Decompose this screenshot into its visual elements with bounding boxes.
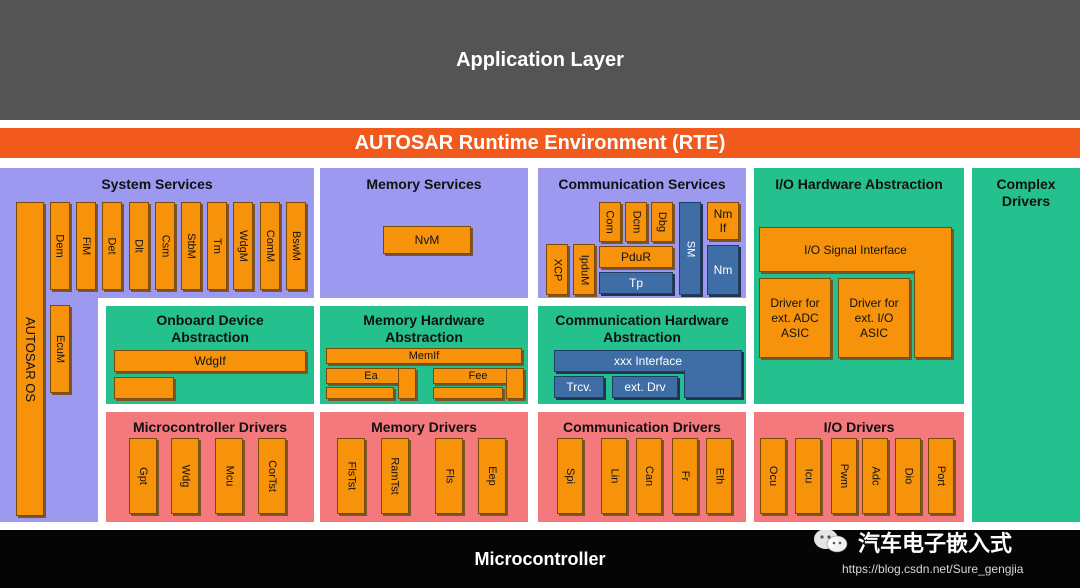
xxx-interface-side: [684, 370, 742, 398]
io-drivers-module: Pwm: [831, 438, 857, 514]
xxx-interface-module: xxx Interface: [554, 350, 742, 372]
memory-drivers-title: Memory Drivers: [371, 419, 477, 435]
dbg-module: Dbg: [651, 202, 673, 242]
communication-drivers-module: Spi: [557, 438, 583, 514]
communication-drivers-module: Can: [636, 438, 662, 514]
memory-hw-abstraction-title: Memory Hardware Abstraction: [363, 312, 485, 345]
ea-module-sub: [326, 387, 394, 399]
memory-drivers-module: Eep: [478, 438, 506, 514]
sm-module: SM: [679, 202, 701, 295]
io-drivers-module: Dio: [895, 438, 921, 514]
system-services-title: System Services: [101, 176, 213, 192]
nm-if-module: Nm If: [707, 202, 739, 240]
io-drivers-module: Port: [928, 438, 954, 514]
pdur-module: PduR: [599, 246, 673, 268]
memory-drivers-module: Fls: [435, 438, 463, 514]
system-service-module: FiM: [76, 202, 96, 290]
communication-drivers-title: Communication Drivers: [563, 419, 721, 435]
dcm-module: Dcm: [625, 202, 647, 242]
memory-drivers-module: RamTst: [381, 438, 409, 514]
xcp-module: XCP: [546, 244, 568, 295]
ipdum-module: IpduM: [573, 244, 595, 295]
application-layer: Application Layer: [0, 0, 1080, 120]
ext-drv-module: ext. Drv: [612, 376, 678, 398]
system-services-area-lower: [0, 298, 98, 522]
driver-ext-adc-asic: Driver for ext. ADC ASIC: [759, 278, 831, 358]
system-service-module: Csm: [155, 202, 175, 290]
microcontroller-layer: Microcontroller: [0, 530, 1080, 588]
microcontroller-drivers-module: Wdg: [171, 438, 199, 514]
io-hw-abstraction-title: I/O Hardware Abstraction: [775, 176, 943, 192]
trcv-module: Trcv.: [554, 376, 604, 398]
system-service-module: StbM: [181, 202, 201, 290]
tp-module: Tp: [599, 272, 673, 294]
nm-module: Nm: [707, 245, 739, 295]
nvm-module: NvM: [383, 226, 471, 254]
io-drivers-module: Ocu: [760, 438, 786, 514]
system-service-module: Dlt: [129, 202, 149, 290]
watermark-url: https://blog.csdn.net/Sure_gengjia: [842, 562, 1024, 576]
microcontroller-drivers-module: Mcu: [215, 438, 243, 514]
complex-drivers-area: Complex Drivers: [972, 168, 1080, 522]
complex-drivers-title: Complex Drivers: [996, 176, 1056, 209]
io-drivers-module: Icu: [795, 438, 821, 514]
fee-module-side: [506, 368, 524, 399]
system-service-module: Dem: [50, 202, 70, 290]
microcontroller-drivers-title: Microcontroller Drivers: [132, 419, 288, 435]
fee-module-sub: [433, 387, 503, 399]
communication-drivers-module: Eth: [706, 438, 732, 514]
communication-services-title: Communication Services: [558, 176, 726, 192]
wdgif-module: WdgIf: [114, 350, 306, 372]
microcontroller-drivers-module: Gpt: [129, 438, 157, 514]
microcontroller-layer-label: Microcontroller: [474, 548, 606, 569]
memory-services-title: Memory Services: [366, 176, 482, 192]
ecum-module: EcuM: [50, 305, 70, 393]
io-signal-interface-top: I/O Signal Interface: [759, 227, 952, 272]
communication-drivers-module: Lin: [601, 438, 627, 514]
memory-drivers-module: FlsTst: [337, 438, 365, 514]
system-service-module: ComM: [260, 202, 280, 290]
watermark-text: 汽车电子嵌入式: [858, 531, 1013, 556]
io-drivers-module: Adc: [862, 438, 888, 514]
autosar-os-module: AUTOSAR OS: [16, 202, 44, 516]
communication-drivers-module: Fr: [672, 438, 698, 514]
com-module: Com: [599, 202, 621, 242]
system-service-module: Tm: [207, 202, 227, 290]
io-drivers-title: I/O Drivers: [823, 419, 895, 435]
wechat-icon: [812, 527, 850, 555]
onboard-device-extra-block: [114, 377, 174, 399]
onboard-device-abstraction-title: Onboard Device Abstraction: [156, 312, 264, 345]
driver-ext-io-asic: Driver for ext. I/O ASIC: [838, 278, 910, 358]
memif-module: MemIf: [326, 348, 522, 364]
rte-layer-label: AUTOSAR Runtime Environment (RTE): [354, 131, 726, 154]
communication-hw-abstraction-title: Communication Hardware Abstraction: [555, 312, 729, 345]
fee-module: Fee: [433, 368, 523, 384]
system-service-module: WdgM: [233, 202, 253, 290]
ea-module-side: [398, 368, 416, 399]
system-service-module: BswM: [286, 202, 306, 290]
microcontroller-drivers-module: CorTst: [258, 438, 286, 514]
application-layer-label: Application Layer: [456, 48, 624, 71]
rte-layer: AUTOSAR Runtime Environment (RTE): [0, 128, 1080, 158]
io-signal-interface-right: [914, 270, 952, 358]
system-service-module: Det: [102, 202, 122, 290]
